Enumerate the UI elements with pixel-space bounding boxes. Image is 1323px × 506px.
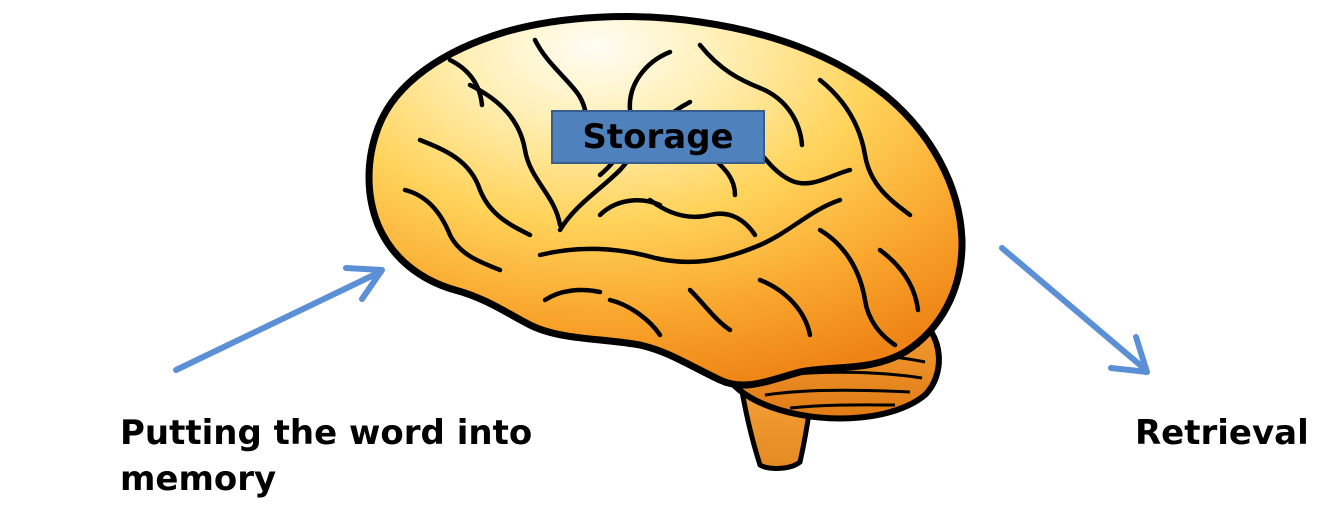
storage-label: Storage — [582, 117, 733, 157]
retrieval-label: Retrieval — [1135, 410, 1309, 456]
storage-label-box: Storage — [551, 110, 765, 164]
encoding-label: Putting the word into memory — [120, 410, 560, 502]
cerebrum — [369, 17, 962, 386]
arrow-down-right-icon — [1002, 248, 1147, 372]
arrow-up-right-icon — [176, 268, 382, 370]
brain-illustration — [369, 17, 962, 469]
